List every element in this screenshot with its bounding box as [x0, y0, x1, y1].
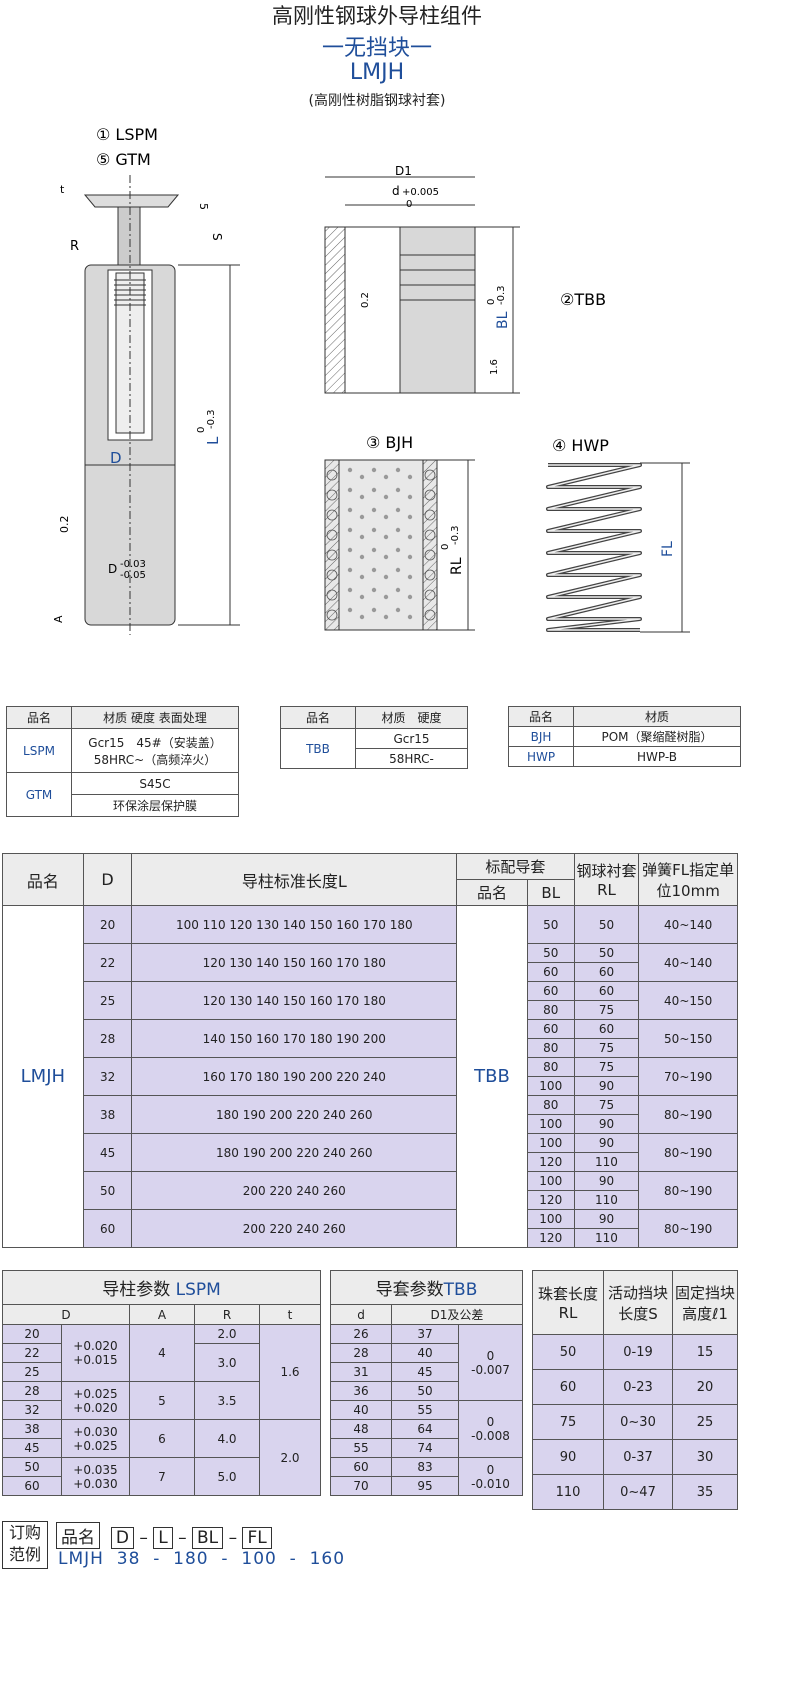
- dim-d-tol: D: [108, 562, 117, 576]
- dim-l-tol-bot: -0.3: [206, 409, 217, 429]
- dim-t: t: [60, 183, 65, 196]
- dim-d-small-tol-bot: 0: [406, 199, 412, 210]
- lspm-param-table: 导柱参数 LSPM D A R t 20 +0.020+0.015 4 2.0 …: [2, 1270, 321, 1496]
- dim-5: 5: [197, 203, 210, 210]
- dim-d-small: d: [392, 184, 400, 198]
- page-title: 高刚性钢球外导柱组件: [272, 4, 482, 28]
- bushing-drawing: [324, 226, 476, 394]
- dim-d-small-tol-top: +0.005: [402, 187, 439, 198]
- dim-a: A: [52, 615, 65, 623]
- dim-bl-tol-top: 0: [486, 299, 497, 305]
- page-subtitle: 一无挡块一: [321, 36, 432, 61]
- label-gtm: ⑤ GTM: [96, 150, 151, 169]
- dim-d1: D1: [395, 164, 412, 178]
- order-format: 品名 D – L – BL – FL: [56, 1522, 272, 1549]
- header-note: (高刚性树脂钢球衬套): [308, 93, 446, 109]
- ball-cage-drawing: [324, 459, 438, 631]
- dim-rl: RL: [449, 557, 465, 575]
- order-example: LMJH 38 - 180 - 100 - 160: [58, 1549, 346, 1569]
- label-bjh: ③ BJH: [366, 433, 413, 452]
- order-example-label: 订购 范例: [2, 1521, 48, 1569]
- dim-bl: BL: [495, 311, 511, 329]
- dim-s: S: [210, 233, 224, 241]
- dim-fl: FL: [660, 541, 676, 557]
- label-tbb: ②TBB: [560, 290, 606, 309]
- label-lspm: ① LSPM: [96, 125, 158, 144]
- guide-post-drawing: [83, 175, 180, 635]
- dim-d-tol-top: -0.03: [120, 559, 146, 570]
- dim-rl-tol-top: 0: [440, 544, 451, 550]
- material-table-bjh: 品名 材质 BJH POM（聚缩醛树脂） HWP HWP-B: [508, 706, 741, 767]
- dim-bl-tol-bot: -0.3: [496, 285, 507, 305]
- dim-0-2: 0.2: [58, 516, 71, 534]
- material-table-lspm: 品名 材质 硬度 表面处理 LSPM Gcr15 45#（安装盖）58HRC~（…: [6, 706, 239, 817]
- dim-1-6: 1.6: [489, 359, 500, 375]
- dim-d: D: [110, 449, 122, 467]
- spring-drawing: [546, 463, 642, 632]
- dim-bush-0-2: 0.2: [360, 292, 371, 308]
- model-code: LMJH: [349, 60, 405, 85]
- technical-drawing: ① LSPM ⑤ GTM t 5 S R L 0 -0.3 D 0.2 D -0…: [52, 125, 690, 635]
- dim-d-tol-bot: -0.05: [120, 570, 146, 581]
- dim-l: L: [204, 436, 222, 445]
- material-table-tbb: 品名 材质 硬度 TBB Gcr15 58HRC-: [280, 706, 468, 769]
- dim-l-tol-top: 0: [196, 427, 207, 433]
- dim-rl-tol-bot: -0.3: [450, 525, 461, 545]
- dim-r: R: [70, 239, 79, 254]
- label-hwp: ④ HWP: [552, 436, 609, 455]
- spec-table: 品名 D 导柱标准长度L 标配导套 钢球衬套RL 弹簧FL指定单位10mm 品名…: [2, 853, 738, 1248]
